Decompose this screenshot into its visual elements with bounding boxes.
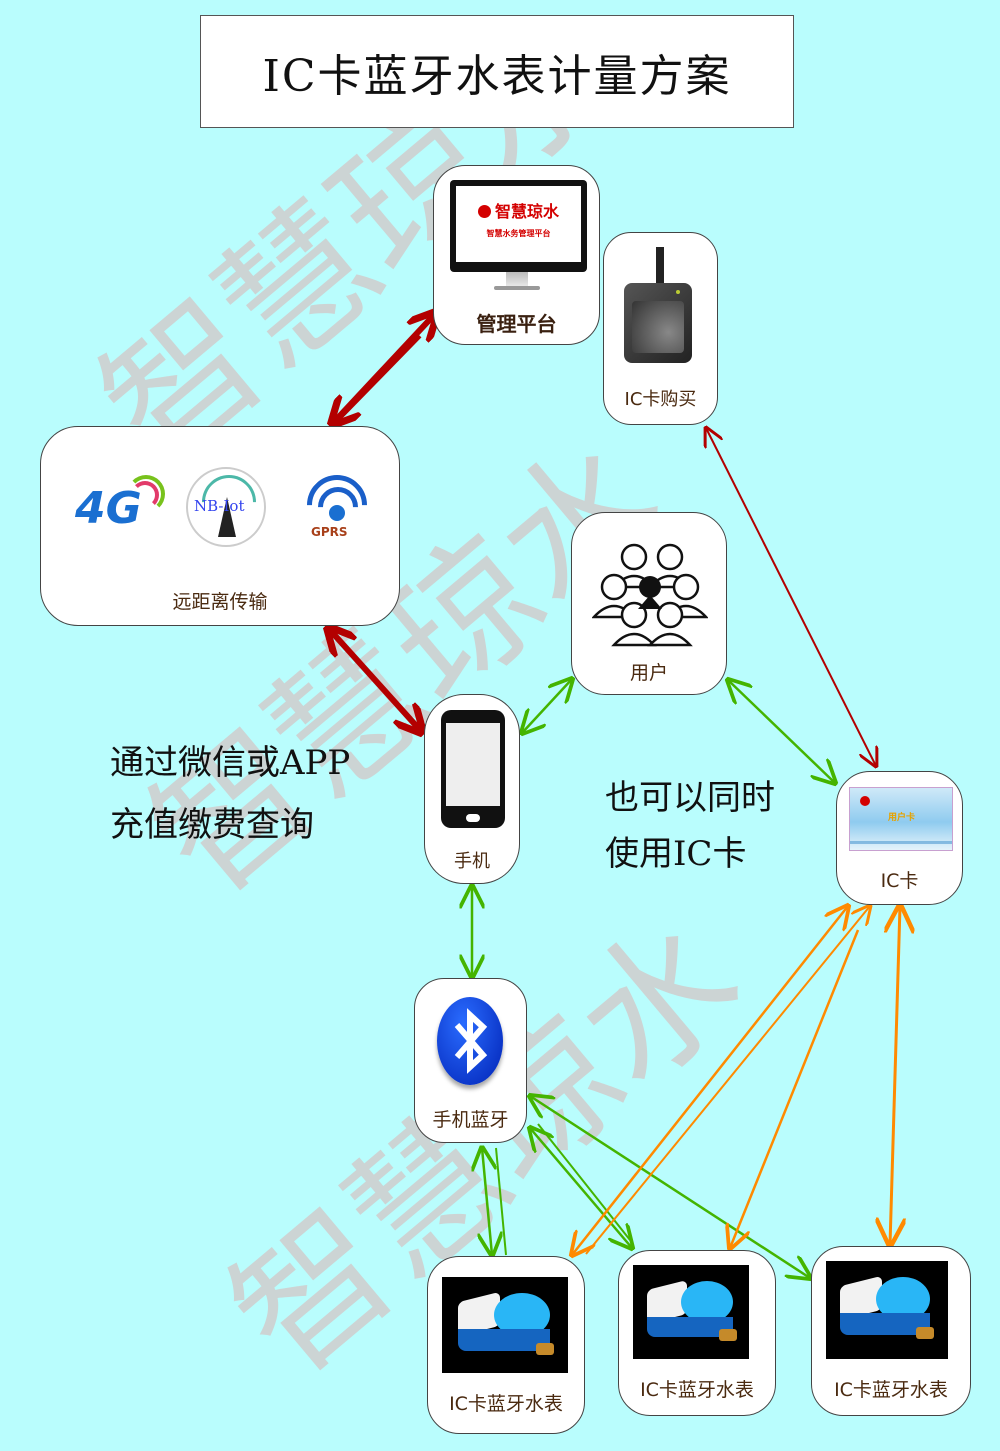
node-transport[interactable]: 4G NB-Iot GPRS 远距离传输 bbox=[40, 426, 400, 626]
users-group-icon bbox=[592, 543, 708, 647]
screen-brand: 智慧琼水 bbox=[494, 202, 559, 221]
ic-purchase-label: IC卡购买 bbox=[624, 389, 697, 410]
bluetooth-label: 手机蓝牙 bbox=[432, 1109, 509, 1131]
node-meter-3[interactable]: IC卡蓝牙水表 bbox=[811, 1246, 971, 1416]
arrow-bt-meter1-b bbox=[495, 1147, 507, 1256]
arrow-platform-transport-2 bbox=[338, 334, 422, 420]
arrow-iccard-meter3 bbox=[890, 906, 900, 1245]
node-platform[interactable]: 智慧琼水 智慧水务管理平台 管理平台 bbox=[433, 165, 600, 345]
arrow-purchase-iccard bbox=[706, 428, 876, 766]
ic-card-label: IC卡 bbox=[880, 870, 919, 892]
note-ic-also-line1: 也可以同时 bbox=[605, 778, 775, 818]
arrow-phone-users bbox=[522, 679, 572, 733]
note-wechat-line2: 充值缴费查询 bbox=[110, 805, 314, 845]
arrow-bt-meter2-b bbox=[537, 1123, 631, 1241]
node-ic-card[interactable]: 用户卡 IC卡 bbox=[836, 771, 963, 905]
card-text: 用户卡 bbox=[888, 813, 916, 823]
smartphone-icon bbox=[441, 710, 505, 828]
note-wechat: 通过微信或APP 充值缴费查询 bbox=[110, 732, 350, 856]
water-meter-icon bbox=[826, 1261, 948, 1359]
transport-label: 远距离传输 bbox=[172, 591, 268, 613]
users-label: 用户 bbox=[629, 662, 668, 684]
arrow-iccard-meter1-b bbox=[585, 906, 870, 1255]
title-box: IC卡蓝牙水表计量方案 bbox=[200, 15, 794, 128]
monitor-icon: 智慧琼水 智慧水务管理平台 bbox=[450, 180, 587, 272]
brand-logo-icon bbox=[477, 205, 491, 218]
node-users[interactable]: 用户 bbox=[571, 512, 727, 695]
node-bluetooth[interactable]: 手机蓝牙 bbox=[414, 978, 527, 1143]
screen-subtitle: 智慧水务管理平台 bbox=[486, 229, 551, 238]
node-ic-purchase[interactable]: IC卡购买 bbox=[603, 232, 718, 425]
node-meter-1[interactable]: IC卡蓝牙水表 bbox=[427, 1256, 585, 1434]
node-phone[interactable]: 手机 bbox=[424, 694, 520, 884]
phone-label: 手机 bbox=[454, 851, 490, 872]
note-wechat-line1: 通过微信或APP bbox=[110, 743, 351, 783]
arrow-transport-phone bbox=[330, 630, 420, 730]
note-ic-also-line2: 使用IC卡 bbox=[605, 834, 747, 874]
4g-icon: 4G bbox=[73, 473, 165, 543]
ic-card-icon: 用户卡 bbox=[849, 787, 953, 851]
arrow-bt-meter2 bbox=[530, 1128, 632, 1248]
page-title: IC卡蓝牙水表计量方案 bbox=[262, 50, 732, 102]
nbiot-icon: NB-Iot bbox=[186, 463, 268, 547]
bluetooth-icon bbox=[437, 997, 503, 1085]
water-meter-icon bbox=[633, 1265, 749, 1359]
meter-3-label: IC卡蓝牙水表 bbox=[834, 1379, 948, 1401]
arrow-users-iccard bbox=[728, 680, 835, 783]
arrow-iccard-meter2 bbox=[730, 929, 860, 1248]
meter-1-label: IC卡蓝牙水表 bbox=[449, 1393, 563, 1415]
arrow-iccard-meter1 bbox=[572, 906, 848, 1255]
meter-2-label: IC卡蓝牙水表 bbox=[640, 1379, 754, 1401]
water-meter-icon bbox=[442, 1277, 568, 1373]
platform-label: 管理平台 bbox=[476, 312, 557, 336]
node-meter-2[interactable]: IC卡蓝牙水表 bbox=[618, 1250, 776, 1416]
gprs-icon: GPRS bbox=[294, 462, 380, 548]
arrow-bt-meter1 bbox=[482, 1148, 492, 1255]
arrow-platform-transport bbox=[334, 315, 434, 422]
note-ic-also: 也可以同时 使用IC卡 bbox=[605, 770, 775, 882]
